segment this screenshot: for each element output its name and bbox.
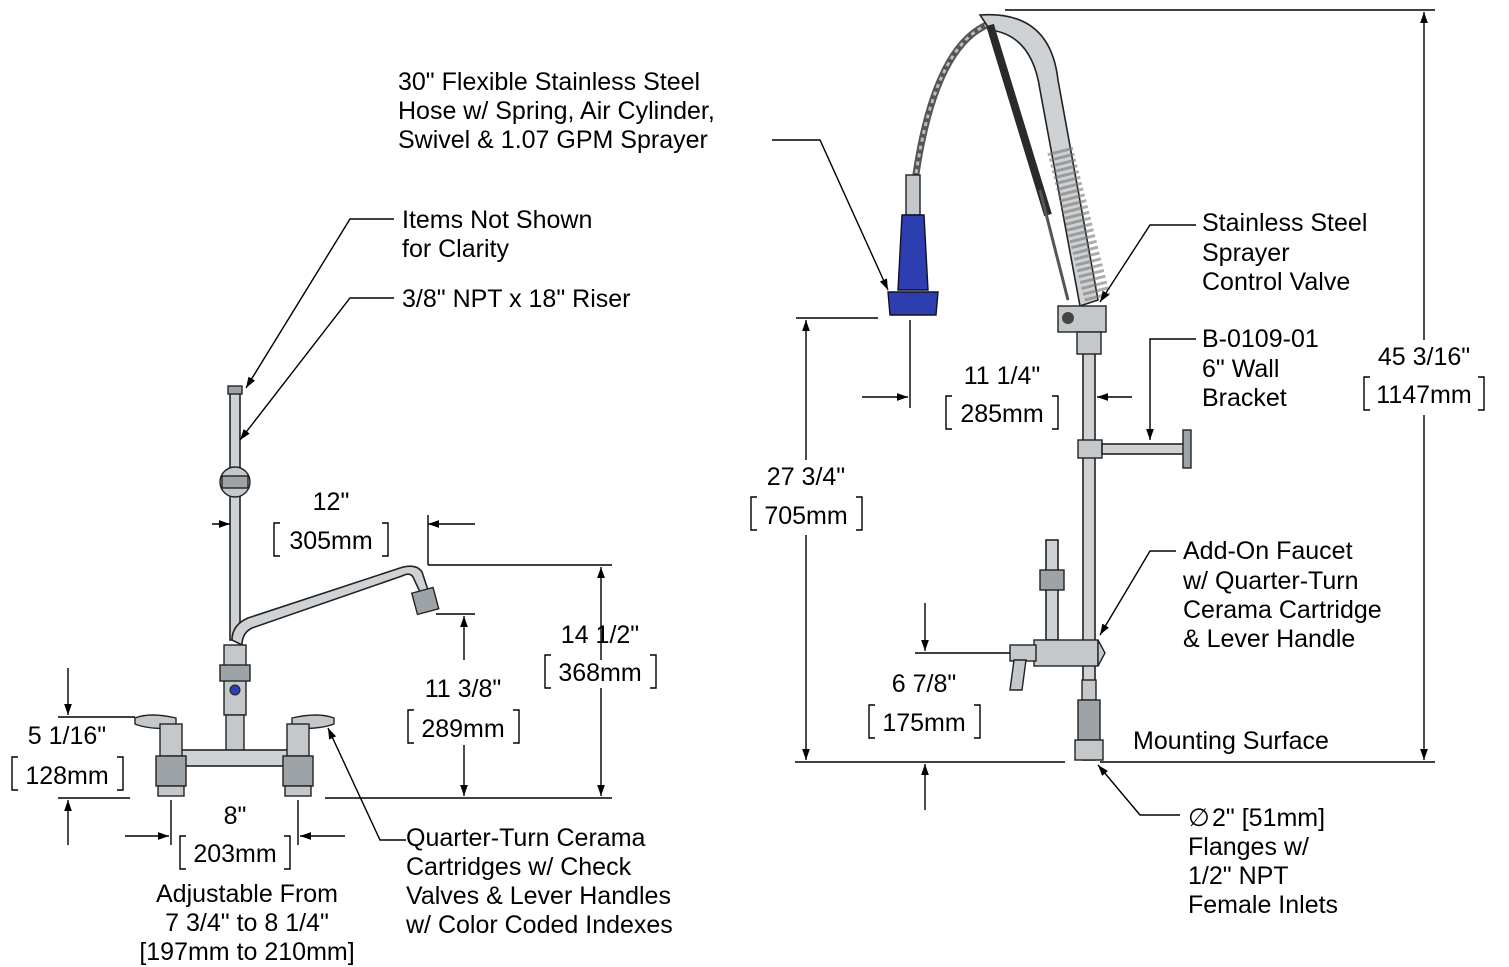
dim-overall-height: 45 3/16" 1147mm (1363, 343, 1485, 411)
adjustable-line-2: 7 3/4" to 8 1/4" (165, 909, 329, 937)
cartridges-line-3: Valves & Lever Handles (406, 882, 671, 910)
callout-flanges: ∅ 2" [51mm] Flanges w/ 1/2" NPT Female I… (1188, 804, 1338, 919)
hose-line-1: 30" Flexible Stainless Steel (398, 68, 700, 96)
dim-sprayer-height-metric: 705mm (764, 502, 847, 530)
bracket-line-1: B-0109-01 (1202, 325, 1319, 353)
hose-line-2: Hose w/ Spring, Air Cylinder, (398, 97, 715, 125)
dim-sprayer-height-imperial: 27 3/4" (767, 463, 845, 491)
control-valve-line-3: Control Valve (1202, 268, 1350, 296)
callout-control-valve: Stainless Steel Sprayer Control Valve (1202, 209, 1367, 296)
bracket-line-3: Bracket (1202, 384, 1287, 412)
dimension-lines (58, 9, 1435, 845)
flanges-line-1: 2" [51mm] (1212, 804, 1325, 832)
dim-spout-height-metric: 368mm (558, 659, 641, 687)
flanges-line-4: Female Inlets (1188, 891, 1338, 919)
callout-hose: 30" Flexible Stainless Steel Hose w/ Spr… (398, 68, 715, 154)
add-on-line-1: Add-On Faucet (1183, 537, 1353, 565)
not-shown-line-2: for Clarity (402, 235, 509, 263)
dim-spout-reach: 12" 305mm (273, 488, 389, 557)
dim-spout-height-imperial: 14 1/2" (561, 621, 639, 649)
callout-cartridges: Quarter-Turn Cerama Cartridges w/ Check … (405, 824, 673, 939)
adjustable-line-1: Adjustable From (156, 880, 338, 908)
dim-sprayer-offset-imperial: 11 1/4" (964, 362, 1041, 390)
flanges-line-2: Flanges w/ (1188, 833, 1309, 861)
dim-overall-height-metric: 1147mm (1376, 381, 1471, 409)
flanges-line-3: 1/2" NPT (1188, 862, 1289, 890)
dim-handle-height: 5 1/16" 128mm (11, 722, 124, 791)
add-on-line-2: w/ Quarter-Turn (1182, 567, 1359, 595)
hose-line-3: Swivel & 1.07 GPM Sprayer (398, 126, 708, 154)
add-on-line-4: & Lever Handle (1183, 625, 1355, 653)
dim-centers-metric: 203mm (193, 840, 276, 868)
dim-spout-clearance-imperial: 11 3/8" (425, 675, 502, 703)
add-on-line-3: Cerama Cartridge (1183, 596, 1382, 624)
adjustable-line-3: [197mm to 210mm] (139, 938, 354, 966)
dim-overall-height-imperial: 45 3/16" (1378, 343, 1470, 371)
dim-spout-height: 14 1/2" 368mm (544, 621, 657, 689)
dim-sprayer-height: 27 3/4" 705mm (750, 463, 863, 531)
cartridges-line-1: Quarter-Turn Cerama (406, 824, 646, 852)
dim-addon-height: 6 7/8" 175mm (868, 670, 981, 739)
mounting-surface-label: Mounting Surface (1133, 727, 1329, 755)
dim-centers: 8" 203mm (179, 802, 291, 870)
control-valve-line-2: Sprayer (1202, 239, 1290, 267)
callout-riser: 3/8" NPT x 18" Riser (402, 285, 630, 313)
pre-rinse-unit (887, 13, 1192, 761)
callout-adjustable: Adjustable From 7 3/4" to 8 1/4" [197mm … (139, 880, 354, 966)
control-valve-line-1: Stainless Steel (1202, 209, 1367, 237)
callout-not-shown: Items Not Shown for Clarity (402, 206, 592, 263)
dim-handle-height-metric: 128mm (25, 762, 108, 790)
dim-spout-reach-imperial: 12" (313, 488, 350, 516)
flange-diameter-symbol: ∅ (1188, 804, 1210, 832)
deck-mount-faucet (134, 385, 440, 797)
bracket-line-2: 6" Wall (1202, 355, 1279, 383)
dim-spout-clearance-metric: 289mm (421, 715, 504, 743)
dim-addon-height-imperial: 6 7/8" (892, 670, 956, 698)
dim-sprayer-offset: 11 1/4" 285mm (945, 362, 1059, 430)
cartridges-line-4: w/ Color Coded Indexes (405, 911, 673, 939)
dim-handle-height-imperial: 5 1/16" (28, 722, 106, 750)
dim-centers-imperial: 8" (224, 802, 247, 830)
dim-addon-height-metric: 175mm (882, 709, 965, 737)
cartridges-line-2: Cartridges w/ Check (406, 853, 632, 881)
not-shown-line-1: Items Not Shown (402, 206, 592, 234)
dim-sprayer-offset-metric: 285mm (960, 400, 1043, 428)
dim-spout-reach-metric: 305mm (289, 527, 372, 555)
dim-spout-clearance: 11 3/8" 289mm (407, 675, 520, 744)
callout-bracket: B-0109-01 6" Wall Bracket (1202, 325, 1319, 412)
callout-add-on: Add-On Faucet w/ Quarter-Turn Cerama Car… (1182, 537, 1382, 653)
